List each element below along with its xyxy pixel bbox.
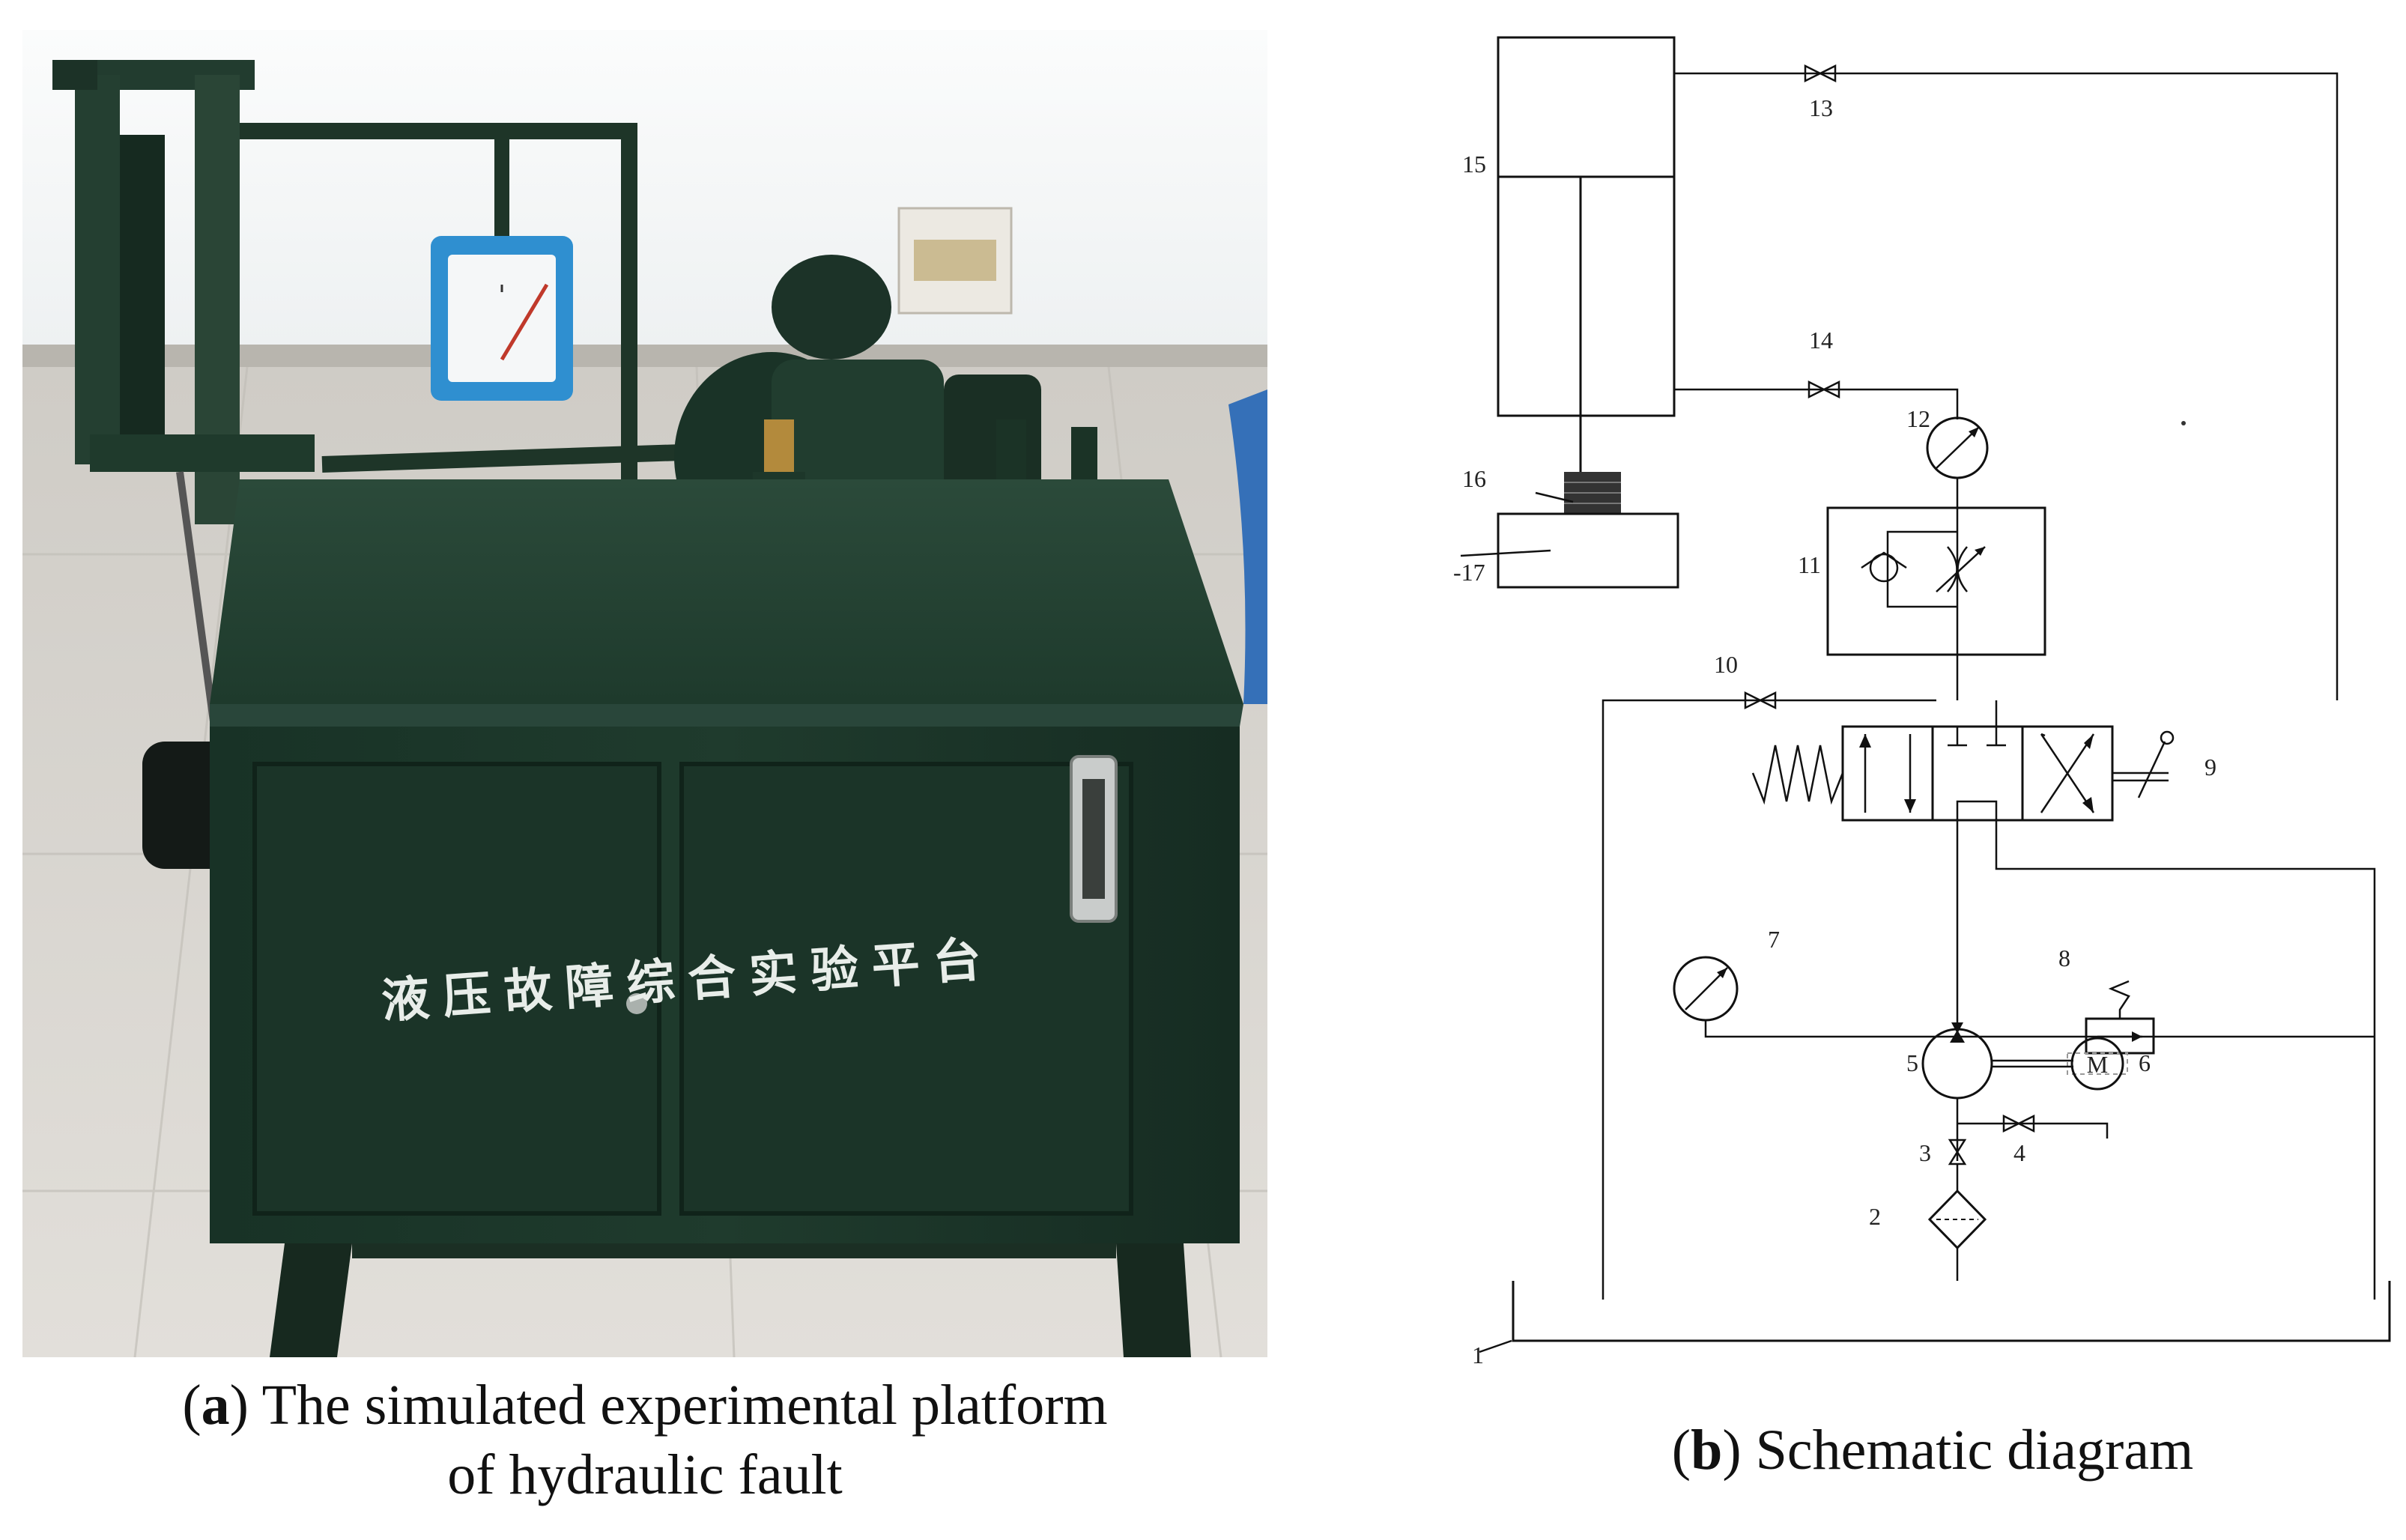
cabinet-door-right (679, 762, 1133, 1216)
leg-front-left (270, 1243, 352, 1357)
coupling (1992, 1059, 2073, 1068)
motor-symbol: M (2087, 1051, 2108, 1078)
caption-b: (b) Schematic diagram (1671, 1419, 2194, 1482)
label-7: 7 (1768, 926, 1780, 953)
schematic-panel: M 1 2 3 4 5 6 (1453, 22, 2397, 1401)
label-3: 3 (1919, 1139, 1931, 1166)
frame-crossbar (90, 434, 315, 472)
leg-front-right (1116, 1243, 1191, 1357)
hydraulic-cylinder (1497, 36, 1676, 472)
experimental-platform-photo: 液压故障综合实验平台 (22, 30, 1267, 1358)
label-9: 9 (2205, 754, 2216, 780)
label-4: 4 (2013, 1139, 2025, 1166)
valve-13 (1804, 64, 1837, 83)
motor-6: M (2070, 1037, 2124, 1091)
label-14: 14 (1809, 327, 1833, 354)
label-13: 13 (1809, 94, 1833, 121)
line-cylinder-top (1674, 72, 2339, 700)
relief-valve-cap (764, 419, 794, 472)
pipe-top (240, 123, 637, 479)
label-12: 12 (1906, 405, 1930, 432)
line-cylinder-bottom (1674, 388, 1959, 419)
label-10: 10 (1714, 651, 1738, 678)
line-return-right (1995, 820, 2376, 1300)
line-relief (1704, 1020, 2375, 1038)
label-11: 11 (1798, 551, 1821, 578)
tank-top (210, 479, 1243, 704)
force-sensor-hatch (1564, 482, 1621, 504)
valve-4 (2002, 1114, 2035, 1133)
label-16: 16 (1462, 465, 1486, 492)
hydraulic-schematic: M 1 2 3 4 5 6 (1453, 36, 2391, 1368)
filter-2 (1927, 1189, 1987, 1250)
pump-5 (1921, 1028, 1993, 1100)
frame-post-left (75, 75, 120, 464)
load-block (1497, 512, 1679, 589)
directional-valve-9 (1751, 725, 2175, 822)
label-2: 2 (1869, 1203, 1881, 1230)
label-17: -17 (1453, 559, 1485, 586)
caption-b-text: ) Schematic diagram (1722, 1419, 2194, 1482)
component-labels: 1 2 3 4 5 6 7 8 9 10 11 12 13 14 15 16 -… (1453, 94, 2216, 1368)
caption-a-line2: of hydraulic fault (447, 1443, 843, 1506)
caption-a: (a) The simulated experimental platform … (182, 1374, 1108, 1506)
pressure-gauge-7 (1673, 956, 1739, 1022)
caption-a-line1: ) The simulated experimental platform (229, 1374, 1108, 1437)
label-8: 8 (2058, 945, 2070, 971)
line-drain (1957, 1122, 2109, 1139)
photo-panel: 液压故障综合实验平台 (22, 30, 1267, 1358)
motor-junction-box (772, 255, 891, 360)
line-return-left (1602, 699, 1936, 1300)
label-1: 1 (1472, 1342, 1484, 1368)
oil-tank (1512, 1281, 2391, 1342)
caption-b-letter: b (1691, 1419, 1723, 1482)
valve-14 (1807, 380, 1840, 399)
throttle-check-valve-11 (1826, 506, 2046, 656)
label-5: 5 (1906, 1049, 1918, 1076)
label-6: 6 (2139, 1049, 2151, 1076)
label-15: 15 (1462, 151, 1486, 178)
cabinet-door-left (252, 762, 661, 1216)
caption-a-letter: a (201, 1374, 230, 1437)
blue-object-edge (1228, 389, 1267, 704)
pressure-gauge-12 (1926, 416, 1989, 479)
door-knob (626, 993, 647, 1014)
valve-10 (1744, 691, 1777, 710)
